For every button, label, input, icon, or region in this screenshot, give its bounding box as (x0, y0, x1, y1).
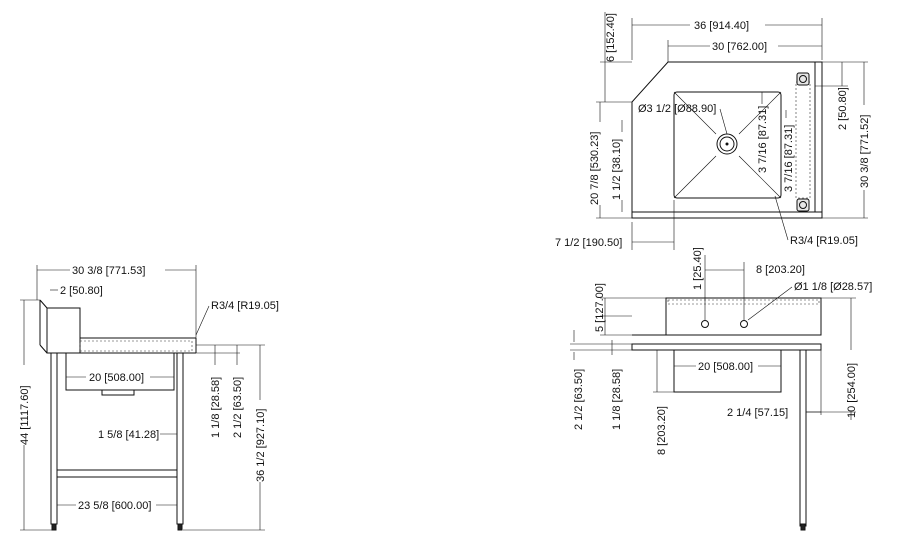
top-rim-width-label: 1 1/2 [38.10] (611, 139, 623, 200)
front-leg-inset-label: 2 1/4 [57.15] (727, 407, 788, 419)
side-width-label: 30 3/8 [771.53] (72, 265, 145, 277)
side-radius-label: R3/4 [R19.05] (211, 300, 279, 312)
front-apron-height-label: 10 [254.00] (846, 363, 858, 418)
top-inner-width-label: 30 [762.00] (712, 41, 767, 53)
top-drain-diameter-label: Ø3 1/2 [Ø88.90] (638, 103, 716, 115)
front-bowl-drop-label: 2 1/2 [63.50] (573, 369, 585, 430)
side-splash-label: 2 [50.80] (60, 285, 103, 297)
top-right-margin-label: 2 [50.80] (837, 87, 849, 130)
side-drain-depth-label: 2 1/2 [63.50] (232, 377, 244, 438)
top-corner-radius-label: R3/4 [R19.05] (790, 235, 858, 247)
side-work-height-label: 36 1/2 [927.10] (255, 409, 267, 482)
side-crossrail-label: 23 5/8 [600.00] (78, 500, 151, 512)
top-width-label: 36 [914.40] (694, 20, 749, 32)
side-leg-setback-label: 1 5/8 [41.28] (98, 429, 159, 441)
front-bowl-depth-label: 8 [203.20] (656, 406, 668, 455)
front-view: 1 [25.40] 8 [203.20] Ø1 1/8 [Ø28.57] 5 [… (570, 247, 872, 531)
top-center-offset-b-label: 3 7/16 [87.31] (783, 125, 795, 192)
front-bowl-width-label: 20 [508.00] (698, 361, 753, 373)
top-view: 36 [914.40] 30 [762.00] 6 [152.40] 20 7 (555, 12, 871, 250)
top-depth-overall-label: 30 3/8 [771.52] (859, 115, 871, 188)
top-front-offset-label: 6 [152.40] (605, 13, 617, 62)
side-view: 30 3/8 [771.53] 2 [50.80] R3/4 [R19.05] … (19, 265, 279, 531)
side-rim-drop-label: 1 1/8 [28.58] (210, 377, 222, 438)
side-height-label: 44 [1117.60] (19, 385, 31, 445)
top-depth-left-label: 20 7/8 [530.23] (589, 132, 601, 205)
top-center-offset-a-label: 3 7/16 [87.31] (757, 106, 769, 173)
front-splash-height-label: 5 [127.00] (594, 283, 606, 332)
front-faucet-hole-label: Ø1 1/8 [Ø28.57] (794, 281, 872, 293)
front-faucet-offset-label: 1 [25.40] (692, 247, 704, 290)
side-bowl-width-label: 20 [508.00] (89, 372, 144, 384)
front-rim-drop-label: 1 1/8 [28.58] (611, 369, 623, 430)
front-faucet-spacing-label: 8 [203.20] (756, 264, 805, 276)
top-bowl-offset-label: 7 1/2 [190.50] (555, 237, 622, 249)
